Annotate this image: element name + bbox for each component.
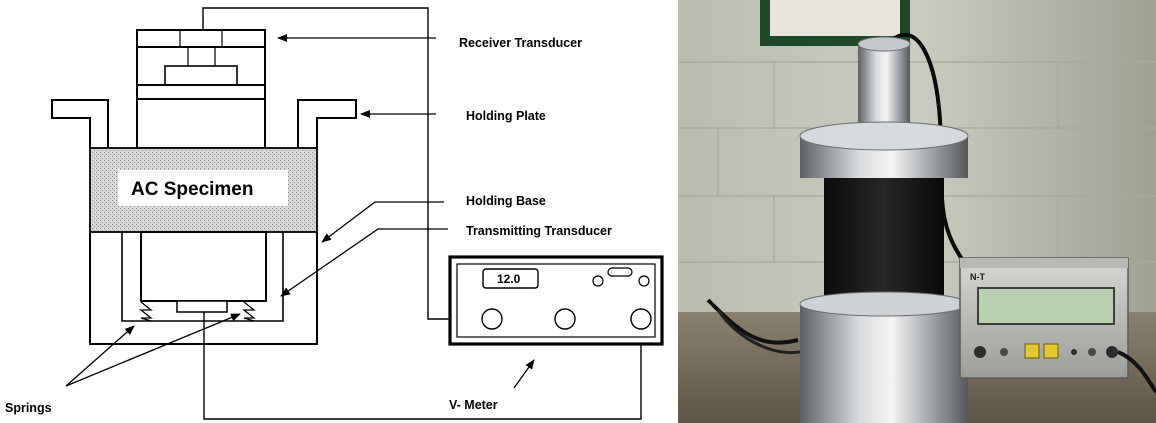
photo-holding-base xyxy=(800,304,968,423)
wall-sign xyxy=(770,0,900,36)
springs-arrow-right xyxy=(66,314,240,386)
receiver-transducer xyxy=(137,30,265,148)
label-receiver-transducer: Receiver Transducer xyxy=(459,36,582,50)
apparatus-photo: N-T xyxy=(678,0,1156,423)
photo-brand-badge: N-T xyxy=(970,272,985,282)
label-transmitting-transducer: Transmitting Transducer xyxy=(466,224,612,238)
label-springs: Springs xyxy=(5,401,52,415)
v-meter-arrow xyxy=(514,360,534,388)
label-holding-base: Holding Base xyxy=(466,194,546,208)
transmitting-transducer-arrow xyxy=(281,229,448,296)
v-meter-display-value: 12.0 xyxy=(497,272,521,286)
schematic-diagram: Receiver Transducer Holding Plate AC Spe… xyxy=(0,0,678,423)
photo-v-meter: N-T xyxy=(960,258,1128,378)
label-v-meter: V- Meter xyxy=(449,398,498,412)
label-holding-plate: Holding Plate xyxy=(466,109,546,123)
transmitting-transducer xyxy=(141,232,266,301)
springs-arrow-left xyxy=(66,326,134,386)
label-ac-specimen: AC Specimen xyxy=(131,179,253,200)
photo-ac-specimen xyxy=(824,178,944,304)
photo-meter-screen xyxy=(978,288,1114,324)
left-spring xyxy=(141,302,151,321)
right-spring xyxy=(244,302,254,321)
holding-base-arrow xyxy=(322,202,444,242)
transducer-foot xyxy=(177,301,227,312)
v-meter xyxy=(450,257,662,344)
